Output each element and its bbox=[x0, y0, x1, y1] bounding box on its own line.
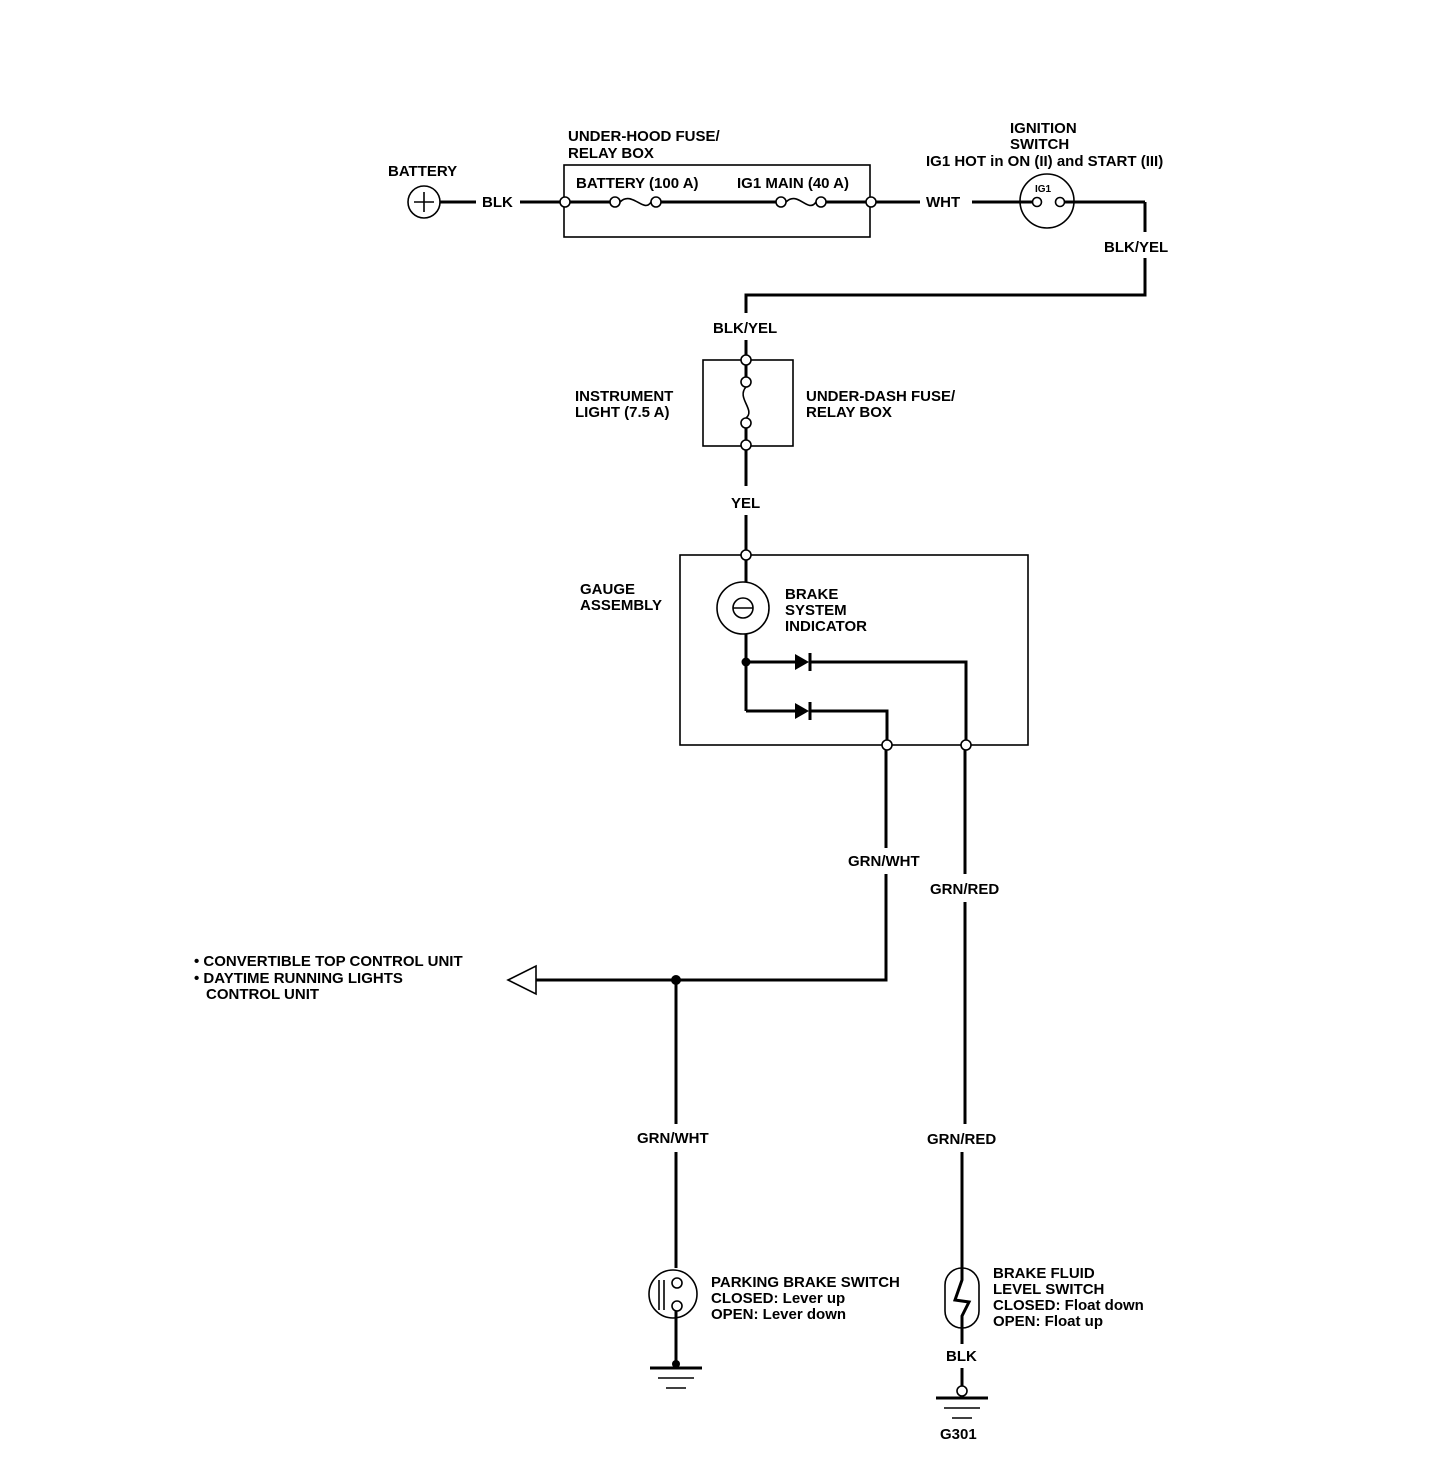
under-dash-box-title-2: RELAY BOX bbox=[806, 404, 892, 421]
indicator-label-1: BRAKE bbox=[785, 586, 838, 603]
branch-arrow bbox=[506, 964, 537, 996]
diode-upper-symbol bbox=[795, 653, 812, 671]
battery-label: BATTERY bbox=[388, 163, 457, 180]
diode-lower-symbol bbox=[795, 702, 812, 720]
wire-label-blk-ground: BLK bbox=[946, 1348, 977, 1365]
wire-label-blk-yel-1: BLK/YEL bbox=[1104, 239, 1168, 256]
fluid-switch-label-4: OPEN: Float up bbox=[993, 1313, 1103, 1330]
ignition-label-1: IGNITION bbox=[1010, 120, 1077, 137]
ignition-contact-label: IG1 bbox=[1035, 184, 1052, 195]
terminal bbox=[960, 739, 972, 751]
ground-symbol-g301 bbox=[936, 1385, 988, 1419]
brake-indicator-bulb-symbol bbox=[716, 581, 770, 635]
branch-label-2: • DAYTIME RUNNING LIGHTS bbox=[194, 970, 403, 987]
ignition-label-2: SWITCH bbox=[1010, 136, 1069, 153]
gauge-label-1: GAUGE bbox=[580, 581, 635, 598]
wire-label-grn-wht-lower: GRN/WHT bbox=[637, 1130, 709, 1147]
gauge-assembly-box bbox=[679, 554, 1029, 746]
fuse-battery-symbol bbox=[619, 197, 652, 207]
branch-label-3: CONTROL UNIT bbox=[206, 986, 319, 1003]
wire-label-grn-red-upper: GRN/RED bbox=[930, 881, 999, 898]
instrument-light-label-1: INSTRUMENT bbox=[575, 388, 673, 405]
wire-diode-upper-b bbox=[810, 660, 968, 740]
wire-blk-yel-run bbox=[744, 258, 1147, 313]
parking-switch-label-3: OPEN: Lever down bbox=[711, 1306, 846, 1323]
parking-switch-label-1: PARKING BRAKE SWITCH bbox=[711, 1274, 900, 1291]
under-hood-box-title-1: UNDER-HOOD FUSE/ bbox=[568, 128, 721, 145]
battery-symbol bbox=[407, 185, 441, 219]
fuse-ig1-main-label: IG1 MAIN (40 A) bbox=[737, 175, 849, 192]
fuse-battery-label: BATTERY (100 A) bbox=[576, 175, 699, 192]
terminal bbox=[865, 196, 877, 208]
instrument-light-label-2: LIGHT (7.5 A) bbox=[575, 404, 669, 421]
wire-label-grn-red-lower: GRN/RED bbox=[927, 1131, 996, 1148]
terminal bbox=[881, 739, 893, 751]
terminal bbox=[1031, 196, 1043, 208]
wire-label-blk-yel-2: BLK/YEL bbox=[713, 320, 777, 337]
wire-label-yel: YEL bbox=[731, 495, 760, 512]
brake-fluid-switch-symbol bbox=[944, 1267, 980, 1329]
terminal bbox=[740, 417, 752, 429]
ground-symbol-parking bbox=[650, 1360, 702, 1389]
fuse-ig1-main-symbol bbox=[785, 197, 817, 207]
fuse-instrument-light-symbol bbox=[742, 386, 750, 419]
fluid-switch-label-2: LEVEL SWITCH bbox=[993, 1281, 1104, 1298]
terminal bbox=[775, 196, 787, 208]
ignition-label-3: IG1 HOT in ON (II) and START (III) bbox=[926, 153, 1163, 170]
wire-diode-lower-b bbox=[810, 709, 889, 740]
terminal bbox=[815, 196, 827, 208]
indicator-label-3: INDICATOR bbox=[785, 618, 867, 635]
ground-label-g301: G301 bbox=[940, 1426, 977, 1443]
terminal bbox=[650, 196, 662, 208]
indicator-label-2: SYSTEM bbox=[785, 602, 847, 619]
wire-label-blk: BLK bbox=[482, 194, 513, 211]
wire-label-wht: WHT bbox=[926, 194, 960, 211]
branch-label-1: • CONVERTIBLE TOP CONTROL UNIT bbox=[194, 953, 463, 970]
gauge-label-2: ASSEMBLY bbox=[580, 597, 662, 614]
fluid-switch-label-3: CLOSED: Float down bbox=[993, 1297, 1144, 1314]
wire-grn-wht-b bbox=[536, 874, 888, 982]
terminal bbox=[1054, 196, 1066, 208]
terminal bbox=[740, 439, 752, 451]
terminal bbox=[740, 376, 752, 388]
under-dash-box bbox=[702, 359, 794, 447]
terminal bbox=[740, 549, 752, 561]
under-hood-box-title-2: RELAY BOX bbox=[568, 145, 654, 162]
parking-brake-switch-symbol bbox=[648, 1269, 698, 1319]
parking-switch-label-2: CLOSED: Lever up bbox=[711, 1290, 845, 1307]
wire-label-grn-wht-upper: GRN/WHT bbox=[848, 853, 920, 870]
under-dash-box-title-1: UNDER-DASH FUSE/ bbox=[806, 388, 956, 405]
fluid-switch-label-1: BRAKE FLUID bbox=[993, 1265, 1095, 1282]
terminal bbox=[740, 354, 752, 366]
terminal bbox=[609, 196, 621, 208]
terminal bbox=[559, 196, 571, 208]
